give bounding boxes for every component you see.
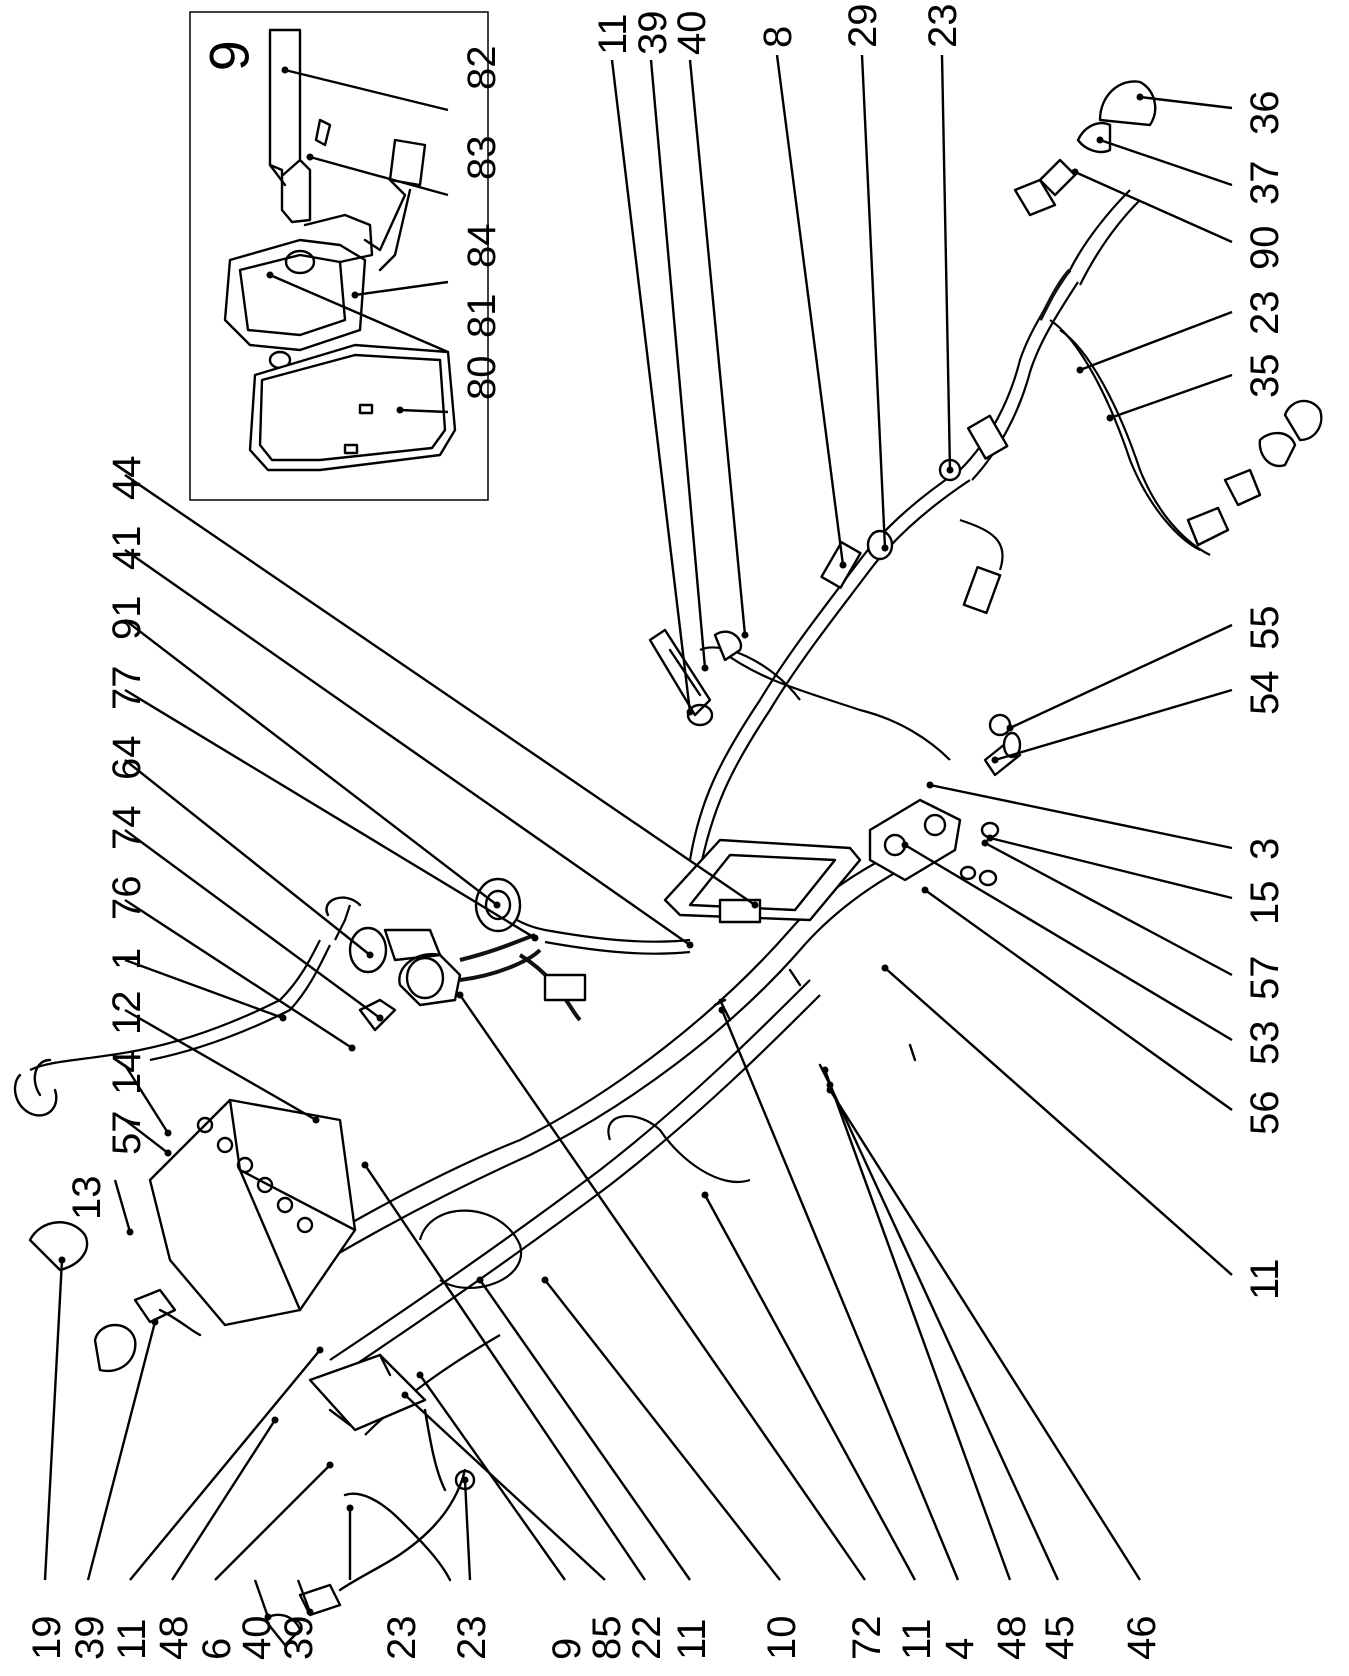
inset-title: 6 [198,40,261,71]
main-harness-lower [234,864,911,1321]
cap-19 [28,1221,89,1272]
callout-45: 45 [1038,1616,1082,1661]
callout-10: 10 [760,1616,804,1661]
callout-11-bottom-a: 11 [110,1618,154,1660]
inset-label-82: 82 [460,46,504,91]
callout-9: 9 [545,1638,589,1660]
callout-48-bottom-a: 48 [152,1616,196,1661]
callout-36: 36 [1243,91,1287,136]
callout-8: 8 [756,26,800,48]
callout-41: 41 [105,526,149,571]
callout-13: 13 [65,1176,109,1221]
callout-55: 55 [1243,606,1287,651]
callout-85: 85 [585,1616,629,1661]
callout-19: 19 [25,1616,69,1661]
bottom-label-group: 19 39 11 48 6 40 39 23 23 9 85 22 11 10 … [25,1616,1164,1661]
knob [348,926,388,974]
seat-switch [648,628,712,717]
callout-4: 4 [938,1638,982,1660]
callout-56: 56 [1243,1091,1287,1136]
callout-90: 90 [1243,226,1287,271]
callout-57-left: 57 [105,1111,149,1156]
callout-72: 72 [845,1616,889,1661]
callout-15: 15 [1243,881,1287,926]
callout-23-right: 23 [1243,291,1287,336]
key-switch [398,952,462,1007]
callout-48-bottom-b: 48 [990,1616,1034,1661]
callout-39-bottom-b: 39 [277,1616,321,1661]
callout-1: 1 [105,948,149,970]
callout-35: 35 [1243,354,1287,399]
inset-label-80: 80 [460,356,504,401]
right-middle-label-group: 55 54 3 15 57 53 56 11 [1243,606,1287,1301]
lamp-36 [1098,80,1157,127]
upper-left-label-group: 44 41 91 77 64 74 76 1 12 14 57 13 [65,456,149,1221]
main-leaders [43,54,1233,1621]
callout-39-bottom-a: 39 [68,1616,112,1661]
callout-37: 37 [1243,161,1287,206]
right-label-group: 36 37 90 23 35 [1243,91,1287,399]
callout-46: 46 [1120,1616,1164,1661]
callout-23-bottom-a: 23 [380,1616,424,1661]
top-label-group: 11 39 40 8 29 23 [591,4,965,56]
callout-74: 74 [105,806,149,851]
callout-39-top: 39 [631,11,675,56]
callout-23-bottom-b: 23 [450,1616,494,1661]
callout-91: 91 [105,596,149,641]
callout-11-right: 11 [1243,1258,1287,1300]
callout-64: 64 [105,736,149,781]
main-drawing [13,80,1323,1647]
callout-40-bottom: 40 [235,1616,279,1661]
callout-12: 12 [105,991,149,1036]
callout-53: 53 [1243,1021,1287,1066]
inset-label-83: 83 [460,136,504,181]
callout-44: 44 [105,456,149,501]
callout-6: 6 [195,1638,239,1660]
inset-label-84: 84 [460,224,504,269]
callout-54: 54 [1243,671,1287,716]
callout-57-right: 57 [1243,956,1287,1001]
callout-77: 77 [105,666,149,711]
inset-panel: 6 82 83 84 81 [189,11,504,501]
callout-23-top: 23 [921,4,965,49]
inset-label-81: 81 [460,294,504,339]
battery-box [148,1098,357,1327]
lower-left-switch [308,1353,427,1432]
callout-11-bottom-c: 11 [895,1618,939,1660]
callout-76: 76 [105,876,149,921]
callout-40-top: 40 [670,11,714,56]
callout-3: 3 [1243,838,1287,860]
callout-11-top: 11 [591,13,635,55]
callout-11-bottom-b: 11 [670,1618,714,1660]
callout-14: 14 [105,1051,149,1096]
inset-leaders [266,66,449,414]
callout-29: 29 [841,4,885,49]
callout-22: 22 [625,1616,669,1661]
inset-pedal-switch-assembly [223,28,457,472]
solenoid [868,798,962,882]
lamp-35 [1283,399,1323,442]
